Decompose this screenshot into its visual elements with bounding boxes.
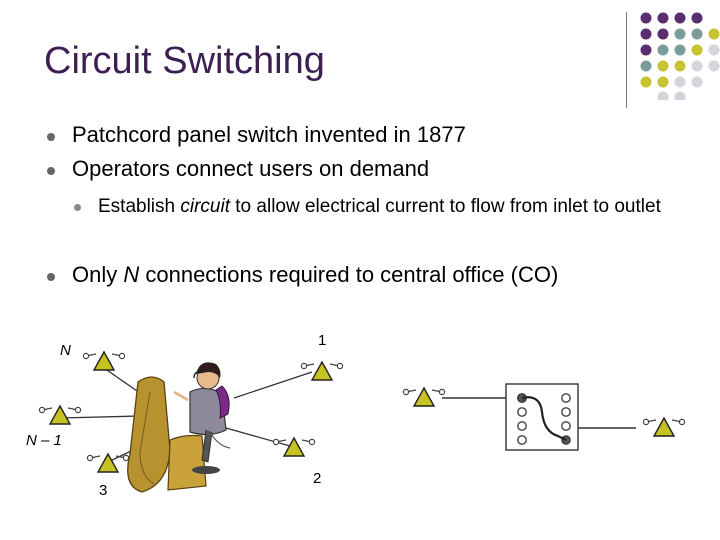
- label-n-minus-1: N – 1: [26, 432, 62, 449]
- label-3: 3: [99, 482, 108, 499]
- bullet-2-text: Operators connect users on demand: [72, 156, 430, 181]
- bullet-3-emph: N: [123, 262, 140, 287]
- sub-bullet-emph: circuit: [180, 196, 230, 217]
- telephone-icon: [642, 417, 686, 437]
- bullet-1-text: Patchcord panel switch invented in 1877: [72, 122, 466, 147]
- link-line: [233, 371, 313, 399]
- operator-illustration: [127, 362, 231, 493]
- bullet-3: Only N connections required to central o…: [47, 262, 559, 288]
- sub-bullet-1: Establish circuit to allow electrical cu…: [74, 195, 688, 219]
- link-line: [59, 415, 141, 419]
- bullet-dot: [47, 133, 55, 141]
- decor-dot-grid: [640, 12, 720, 100]
- label-2: 2: [313, 470, 322, 487]
- decor-divider: [626, 12, 627, 108]
- label-n: N: [60, 342, 71, 359]
- telephone-icon: [38, 405, 82, 425]
- telephone-icon: [402, 387, 446, 407]
- label-1: 1: [318, 332, 327, 349]
- slide-title: Circuit Switching: [44, 40, 325, 82]
- bullet-3-text-a: Only: [72, 262, 124, 287]
- bullet-3-text-b: connections required to central office (…: [139, 262, 559, 287]
- sub-bullet-text-b: to allow electrical current to flow from…: [230, 196, 661, 217]
- bullet-1: Patchcord panel switch invented in 1877: [47, 122, 466, 148]
- telephone-icon: [86, 453, 130, 473]
- bullet-dot: [47, 167, 55, 175]
- bullet-dot: [47, 273, 55, 281]
- link-line: [225, 427, 291, 447]
- patch-cord: [521, 396, 567, 441]
- sub-bullet-text-a: Establish: [98, 196, 181, 217]
- telephone-icon: [300, 361, 344, 381]
- telephone-icon: [82, 351, 126, 371]
- telephone-icon: [272, 437, 316, 457]
- bullet-2: Operators connect users on demand: [47, 156, 430, 182]
- bullet-dot: [74, 204, 81, 211]
